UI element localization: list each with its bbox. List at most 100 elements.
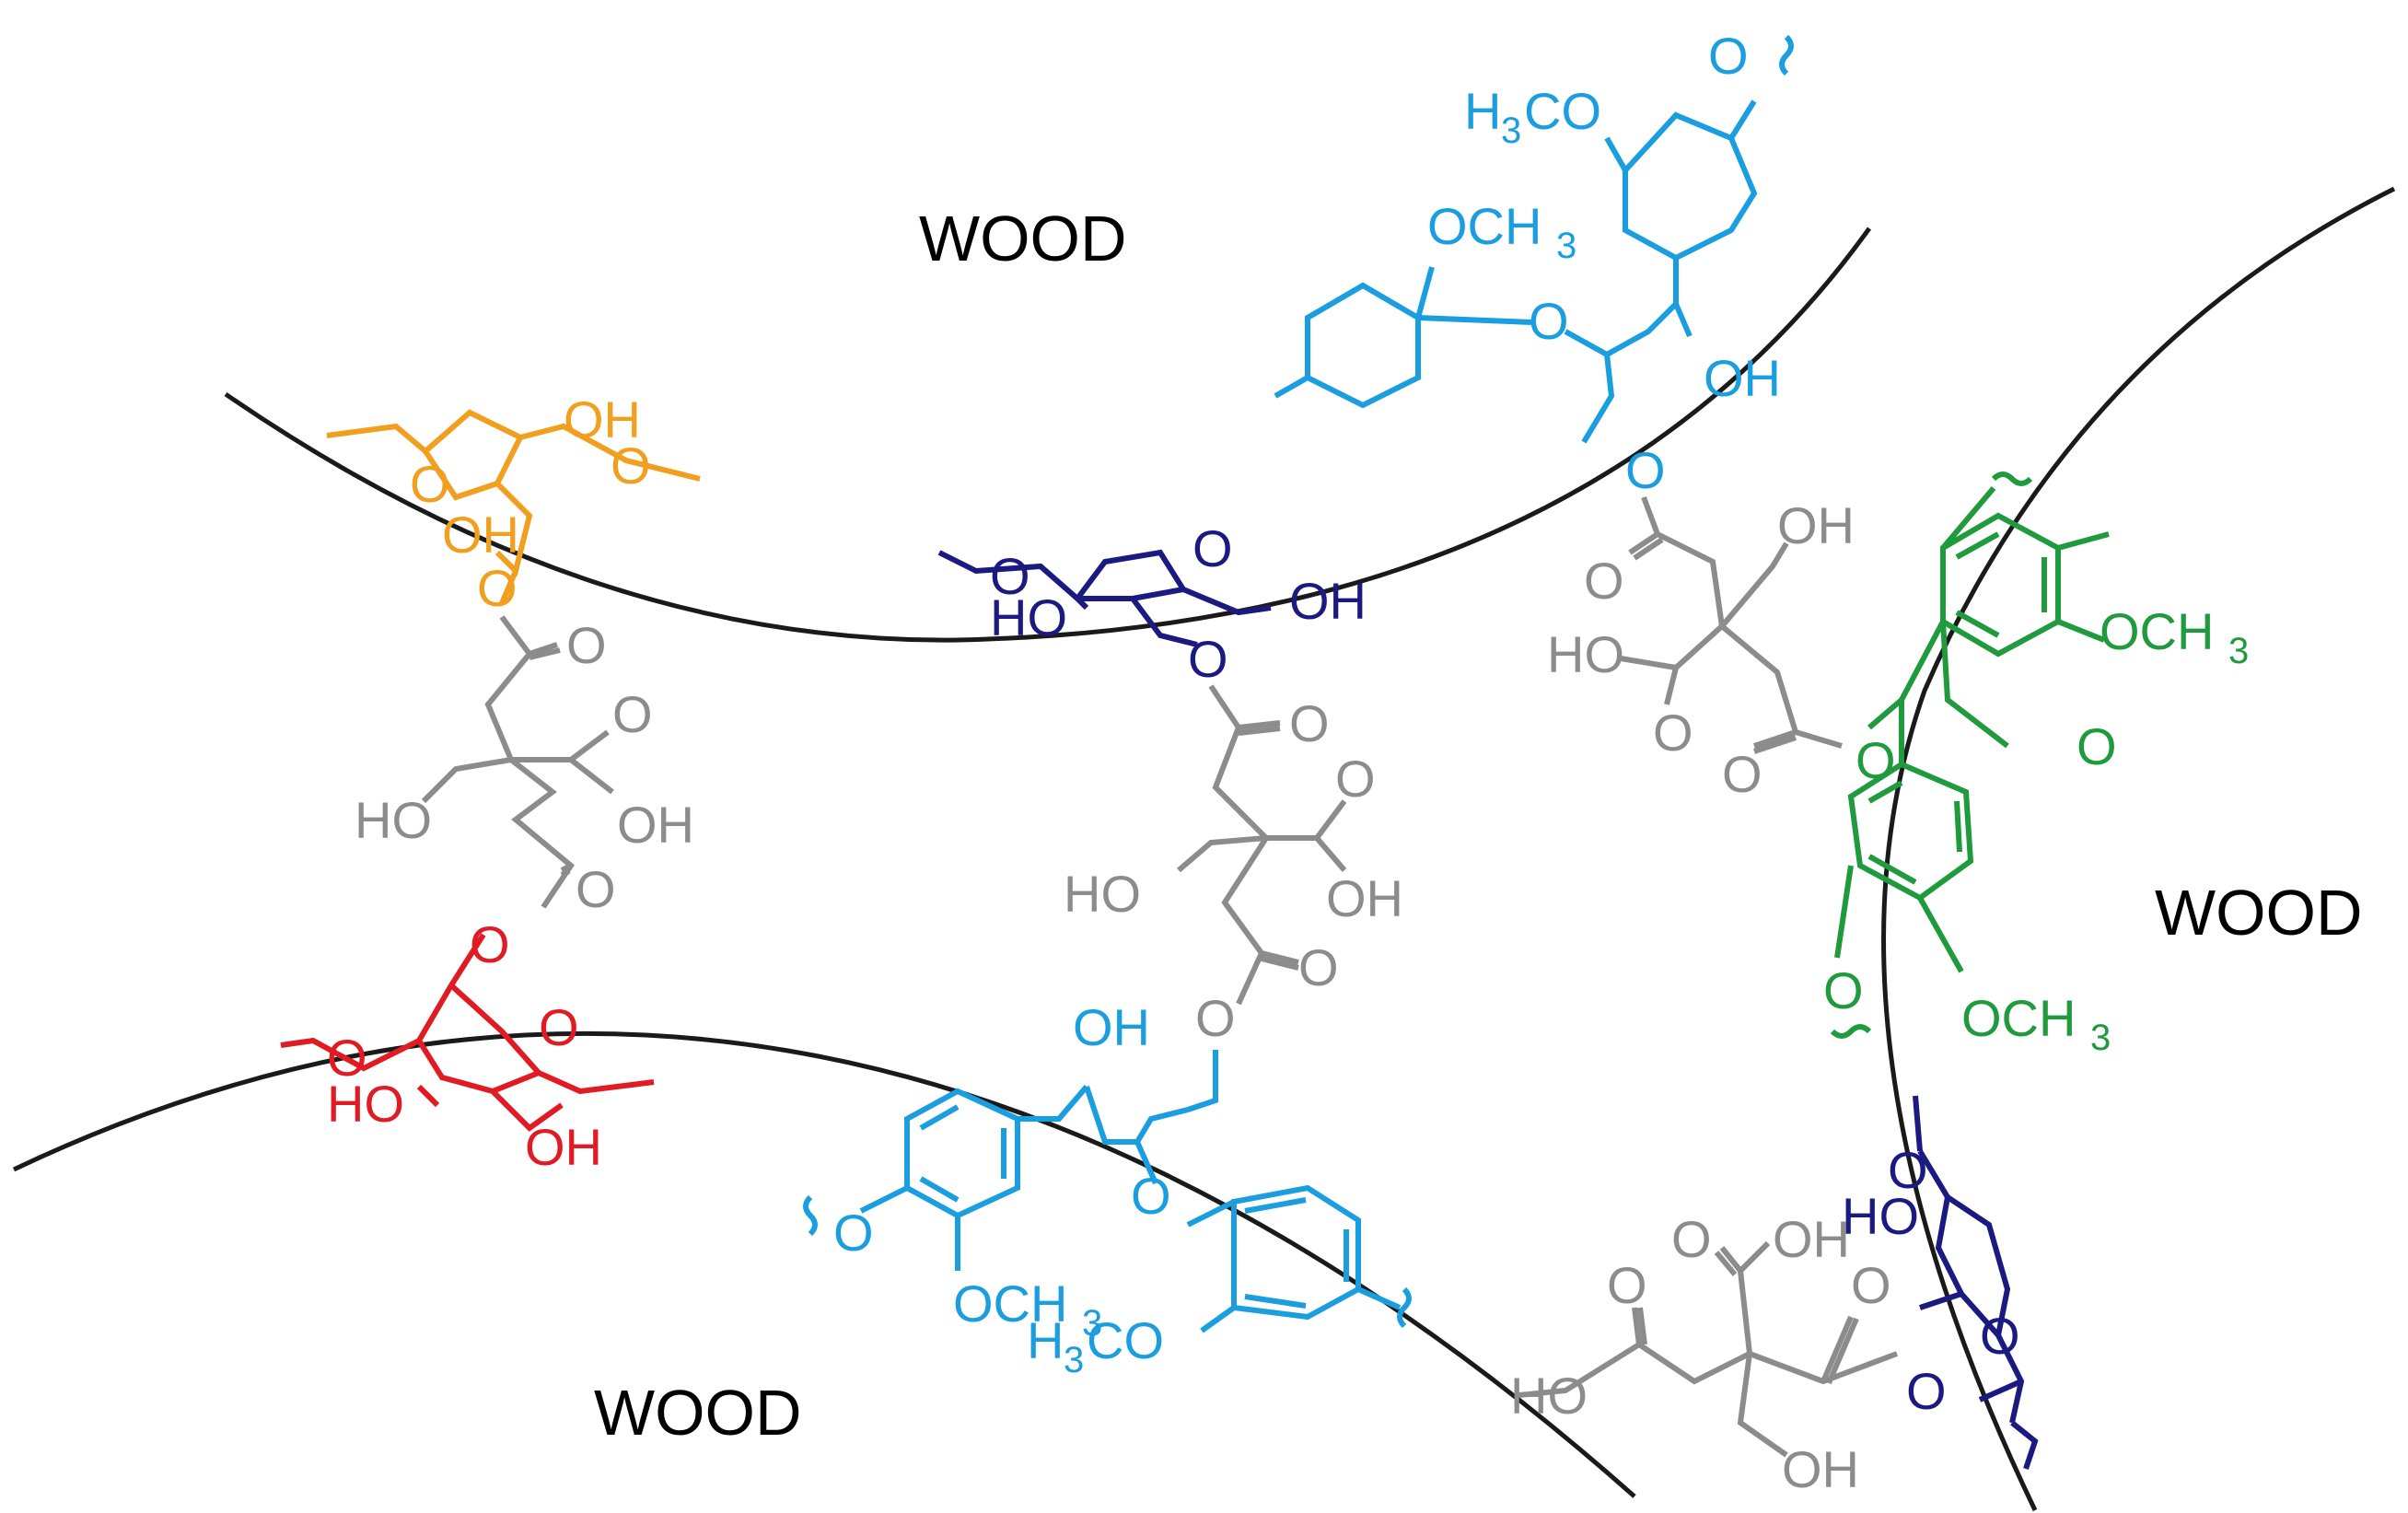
top-lignin-och3-sub: 3: [1556, 226, 1576, 266]
br-darkblue-sugar-unit: [1913, 1095, 2039, 1470]
top-lignin-h3co: H 3 CO: [1464, 82, 1601, 151]
left-citrate-o-3: O: [576, 860, 616, 918]
green-o-ring: O: [2076, 717, 2117, 775]
top-lignin-och3: OCH 3: [1427, 197, 1576, 266]
top-lignin-och3-text: OCH: [1427, 197, 1541, 255]
left-citrate-oh: OH: [617, 796, 694, 854]
bottom-lignin-oh: OH: [1073, 998, 1150, 1056]
bottom-lignin-och3-1-sub: 3: [1082, 1303, 1102, 1344]
br-citrate-o-1: O: [1671, 1210, 1712, 1268]
br-darkblue-o-top: O: [1888, 1141, 1928, 1199]
red-o-ring: O: [539, 998, 579, 1056]
green-och3-bottom-sub: 3: [2090, 1018, 2111, 1058]
bottom-lignin-o-link: O: [1131, 1167, 1171, 1225]
green-o-ester: O: [1855, 731, 1896, 789]
left-citrate-labels: O O HO OH O: [355, 616, 694, 918]
green-och3-bottom: OCH 3: [1961, 989, 2111, 1058]
darkblue-sugar-unit: [937, 549, 1272, 647]
bottom-lignin-h3co-sub: 3: [1064, 1340, 1084, 1380]
bottom-lignin-o-left: O: [833, 1204, 874, 1262]
center-citrate-o-ester: O: [1195, 989, 1236, 1047]
green-och3-bottom-text: OCH: [1961, 989, 2076, 1047]
top-lignin-h3co-h: H: [1464, 82, 1501, 140]
bottom-lignin-och3-1: OCH 3: [953, 1274, 1102, 1344]
center-citrate-unit: [1177, 684, 1347, 1006]
orange-oh-top: OH: [564, 390, 641, 448]
red-oh: OH: [525, 1118, 602, 1176]
red-o-left: O: [327, 1029, 367, 1087]
orange-o-right: O: [611, 436, 651, 495]
right-citrate-o-1: O: [1584, 552, 1624, 610]
br-darkblue-o-ester: O: [1906, 1362, 1947, 1420]
center-citrate-o-3: O: [1298, 938, 1339, 996]
red-ho: HO: [327, 1075, 404, 1133]
right-citrate-o-3: O: [1722, 745, 1762, 803]
orange-sugar-unit: [326, 409, 701, 605]
top-wood-boundary: [224, 227, 1872, 643]
top-lignin-unit: [1274, 34, 1794, 444]
br-darkblue-sugar-labels: O HO O O: [1842, 1141, 2020, 1420]
orange-oh-bottom: OH: [442, 506, 519, 564]
center-citrate-oh: OH: [1326, 869, 1403, 927]
red-sugar-unit: [280, 933, 655, 1132]
bottom-lignin-h3co: H 3 CO: [1027, 1311, 1164, 1380]
right-citrate-oh-top: OH: [1777, 496, 1855, 554]
br-citrate-o-2: O: [1607, 1256, 1647, 1314]
center-citrate-labels: O O HO OH O O: [1064, 694, 1403, 1047]
green-och3-top: OCH 3: [2100, 602, 2249, 671]
left-citrate-ho: HO: [355, 791, 432, 849]
red-o-ester: O: [470, 915, 510, 973]
bottom-wood-boundary: [12, 1030, 1636, 1498]
right-citrate-labels: OH O HO O O: [1547, 496, 1855, 803]
green-lignin-labels: OCH 3 O O O OCH 3: [1823, 602, 2249, 1058]
wood-label-bottom-left: WOOD: [594, 1377, 802, 1449]
top-lignin-o-top: O: [1708, 27, 1749, 85]
right-citrate-unit: [1620, 495, 1843, 754]
darkblue-ho: HO: [990, 588, 1067, 646]
bottom-lignin-och3-1-text: OCH: [953, 1274, 1067, 1333]
center-citrate-o-2: O: [1335, 750, 1376, 808]
bottom-lignin-h3co-h: H: [1027, 1311, 1064, 1369]
br-darkblue-o-ring: O: [1980, 1307, 2020, 1365]
orange-sugar-labels: OH O O OH O: [410, 390, 651, 617]
top-lignin-o-link: O: [1529, 292, 1569, 350]
green-lignin-unit: [1830, 471, 2110, 1039]
left-citrate-o-2: O: [612, 685, 653, 743]
top-lignin-h3co-sub: 3: [1501, 111, 1521, 151]
top-lignin-oh: OH: [1704, 349, 1781, 407]
br-citrate-ho: HO: [1510, 1367, 1588, 1425]
wood-label-top: WOOD: [919, 203, 1127, 274]
darkblue-oh: OH: [1289, 572, 1367, 630]
bottom-lignin-labels: OH O O OCH 3 H 3 CO: [833, 998, 1171, 1380]
darkblue-sugar-labels: O O HO OH O: [990, 519, 1367, 688]
bottom-lignin-h3co-co: CO: [1087, 1311, 1164, 1369]
red-sugar-labels: O O O HO OH: [327, 915, 602, 1176]
top-lignin-h3co-co: CO: [1524, 82, 1601, 140]
bottom-lignin-unit: [803, 1050, 1412, 1333]
center-citrate-o-1: O: [1289, 694, 1330, 752]
darkblue-o-left: O: [990, 547, 1030, 605]
bottom-right-citrate-unit: [1518, 1240, 1899, 1458]
top-lignin-labels: H 3 CO O OCH 3 O OH O: [1427, 27, 1781, 499]
center-citrate-ho: HO: [1064, 865, 1141, 923]
darkblue-o-ring: O: [1192, 519, 1233, 577]
right-wood-boundary: [1881, 186, 2396, 1512]
right-citrate-ho: HO: [1547, 625, 1624, 683]
left-citrate-unit: [421, 615, 614, 909]
br-darkblue-ho: HO: [1842, 1187, 1919, 1245]
green-o-bottom: O: [1823, 961, 1864, 1019]
top-lignin-o-ester: O: [1625, 441, 1666, 499]
orange-o-ring: O: [410, 455, 450, 513]
darkblue-o-ester: O: [1188, 630, 1228, 688]
bottom-right-citrate-labels: O OH O O HO OH: [1510, 1210, 1891, 1498]
green-och3-top-sub: 3: [2228, 631, 2249, 671]
orange-o-ester: O: [477, 559, 518, 617]
br-citrate-o-3: O: [1851, 1256, 1891, 1314]
wood-label-right: WOOD: [2155, 877, 2363, 949]
br-citrate-oh-top: OH: [1773, 1210, 1850, 1268]
left-citrate-o-1: O: [566, 616, 607, 674]
br-citrate-oh-bottom: OH: [1782, 1440, 1859, 1498]
right-citrate-o-2: O: [1653, 704, 1693, 762]
green-och3-top-text: OCH: [2100, 602, 2214, 660]
